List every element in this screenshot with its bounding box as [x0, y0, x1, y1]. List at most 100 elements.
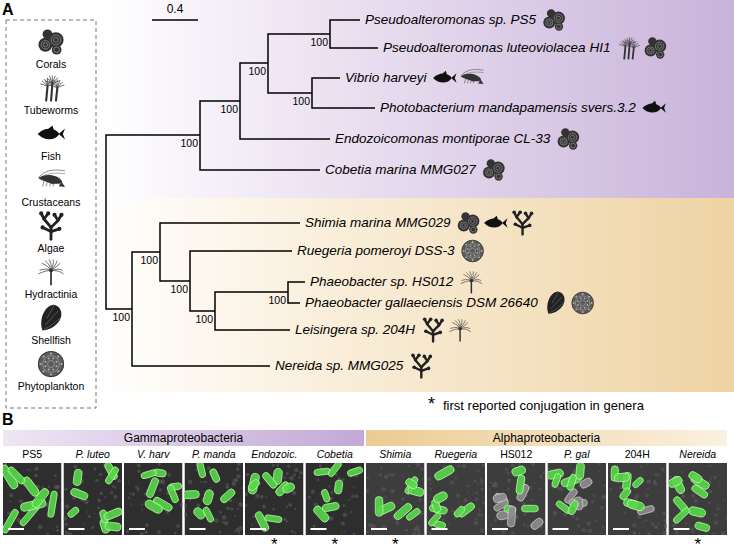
panel-letter: A — [2, 0, 14, 19]
tile-label: HS012 — [500, 448, 532, 461]
bacterial-cell — [433, 464, 455, 481]
shell-icon — [547, 292, 564, 314]
bacterial-cell — [281, 482, 296, 495]
bacterial-cell — [529, 517, 544, 531]
bacterial-cell — [334, 480, 343, 495]
tree-branch — [215, 292, 290, 330]
coral-icon — [558, 128, 580, 150]
bacterial-cell — [3, 508, 19, 534]
micrograph-tile — [487, 463, 546, 535]
hydra-icon — [461, 271, 483, 293]
bacterial-cell — [507, 506, 516, 527]
micrograph-tile — [124, 463, 183, 535]
scale-bar — [613, 528, 629, 530]
scale-value: 0.4 — [167, 2, 184, 16]
bacterial-cell — [688, 506, 707, 518]
bacterial-cell — [196, 463, 206, 478]
bacterial-cell — [202, 506, 215, 523]
micrograph-panels — [0, 460, 728, 537]
tree-branch — [288, 282, 305, 303]
legend-label: Phytoplankton — [18, 380, 85, 393]
bacterial-cell — [219, 488, 236, 505]
bacterial-cell — [618, 486, 632, 501]
taxon-name: Pseudoalteromonas sp. PS5 — [365, 12, 536, 28]
bootstrap-value: 100 — [140, 254, 158, 267]
algae-icon — [411, 353, 432, 377]
bacterial-cell — [105, 522, 122, 532]
bacterial-cell — [551, 473, 562, 489]
coral-icon — [543, 9, 565, 31]
tree-branch — [240, 63, 330, 139]
asterisk-mark: * — [392, 535, 399, 555]
scale-bar — [432, 528, 448, 530]
legend-icon — [41, 305, 61, 331]
band-title: Alphaproteobacteria — [493, 431, 600, 445]
bacterial-cell — [393, 502, 414, 521]
asterisk-mark: * — [271, 535, 278, 555]
micrograph-tile — [366, 463, 425, 535]
scale-bar — [371, 528, 387, 530]
bacterial-cell — [576, 463, 585, 480]
algae-icon — [423, 317, 444, 341]
bacterial-cell — [567, 500, 580, 516]
bacterial-cell — [375, 496, 383, 516]
tile-label: Shimia — [379, 448, 411, 461]
legend-icon — [38, 29, 63, 54]
taxon-name: Pseudoalteromonas luteoviolacea HI1 — [383, 40, 610, 56]
micrograph-tile — [548, 463, 607, 535]
tile-label: 204H — [625, 448, 650, 461]
tile-label: PS5 — [22, 448, 42, 461]
bacterial-cell — [427, 512, 442, 527]
legend-label: Corals — [36, 58, 66, 71]
scale-bar — [69, 528, 85, 530]
taxon-name: Endozoicomonas montiporae CL-33 — [335, 131, 550, 147]
tree-branches — [106, 20, 378, 366]
algae-icon — [512, 210, 533, 234]
bacterial-cell — [209, 468, 221, 484]
fish-icon — [484, 216, 507, 228]
coral-icon — [458, 212, 480, 234]
bacterial-cell — [321, 489, 331, 503]
bacterial-cell — [247, 478, 261, 492]
bacterial-cell — [70, 487, 89, 500]
taxon-name: Phaeobacter gallaeciensis DSM 26640 — [305, 295, 538, 311]
taxon-name: Phaeobacter sp. HS012 — [310, 274, 453, 290]
taxon-name: Photobacterium mandapamensis svers.3.2 — [380, 100, 636, 116]
taxon-name: Cobetia marina MMG027 — [325, 162, 476, 178]
scale-bar — [190, 528, 206, 530]
hydra-icon — [449, 319, 471, 341]
scale-bar — [674, 528, 690, 530]
tree-branch — [160, 223, 300, 281]
bacterial-cell — [104, 466, 119, 485]
tile-label: Cobetia — [317, 448, 353, 461]
bacterial-cell — [261, 471, 278, 490]
scale-bar — [553, 528, 569, 530]
bootstrap-value: 100 — [195, 313, 213, 326]
bacterial-cell — [404, 477, 418, 490]
bacterial-cell — [631, 476, 644, 489]
bacterial-cell — [669, 475, 684, 489]
scale-bar — [311, 528, 327, 530]
tree-branch — [106, 135, 200, 309]
taxon-class-band: Alphaproteobacteria — [366, 430, 727, 446]
bacterial-cell — [694, 521, 710, 532]
bacterial-cell — [30, 487, 50, 509]
bacterial-cell — [432, 490, 449, 504]
tile-label: V. harv — [137, 448, 169, 461]
legend-label: Tubeworms — [24, 104, 78, 117]
micrograph-tile — [427, 463, 486, 535]
bacterial-cell — [327, 463, 343, 478]
legend-icon — [39, 211, 64, 239]
bacterial-cell — [202, 489, 214, 506]
coral-icon — [645, 37, 667, 59]
bacterial-cell — [521, 505, 538, 512]
taxon-name: Leisingera sp. 204H — [295, 322, 415, 338]
bacterial-cell — [511, 465, 527, 477]
tree-branch — [190, 251, 292, 311]
legend-icon — [38, 126, 65, 140]
bacterial-cell — [103, 507, 122, 521]
tile-label: Endozoic. — [251, 448, 297, 461]
micrograph-tile — [185, 463, 244, 535]
taxon-name: Shimia marina MMG029 — [305, 215, 451, 231]
fish-icon — [433, 71, 456, 83]
